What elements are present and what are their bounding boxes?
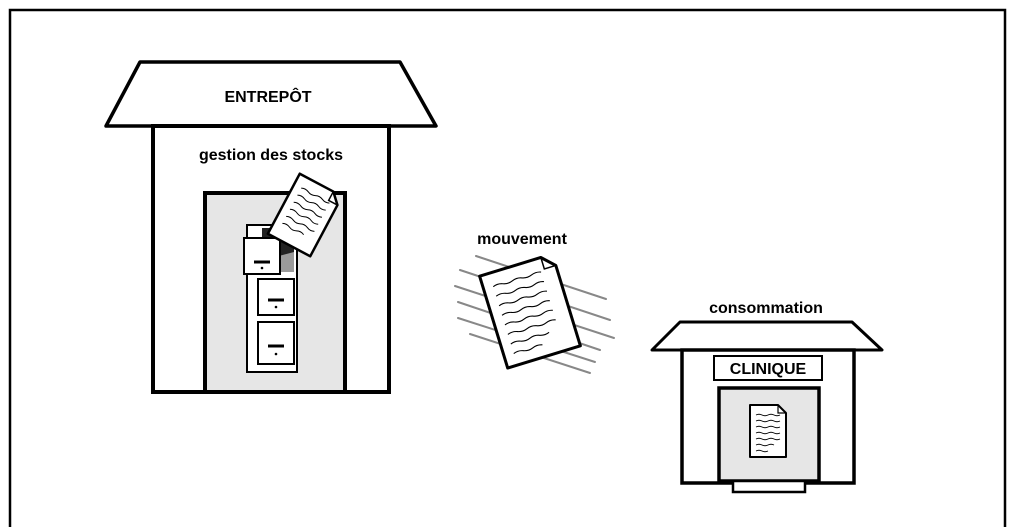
filing-cabinet-icon: [244, 225, 297, 372]
clinic-doorstep: [733, 481, 805, 492]
clinic-building: consommation CLINIQUE: [652, 300, 882, 492]
warehouse-sign: ENTREPÔT: [224, 87, 311, 106]
document-icon: [750, 405, 786, 457]
warehouse-caption: gestion des stocks: [199, 147, 343, 164]
clinic-roof: [652, 322, 882, 350]
movement-label: mouvement: [477, 231, 567, 248]
movement-group: mouvement: [455, 231, 614, 373]
warehouse-building: ENTREPÔT gestion des stocks: [106, 62, 436, 392]
clinic-caption: consommation: [709, 300, 823, 317]
document-icon: [480, 254, 581, 368]
clinic-sign: CLINIQUE: [730, 361, 807, 378]
